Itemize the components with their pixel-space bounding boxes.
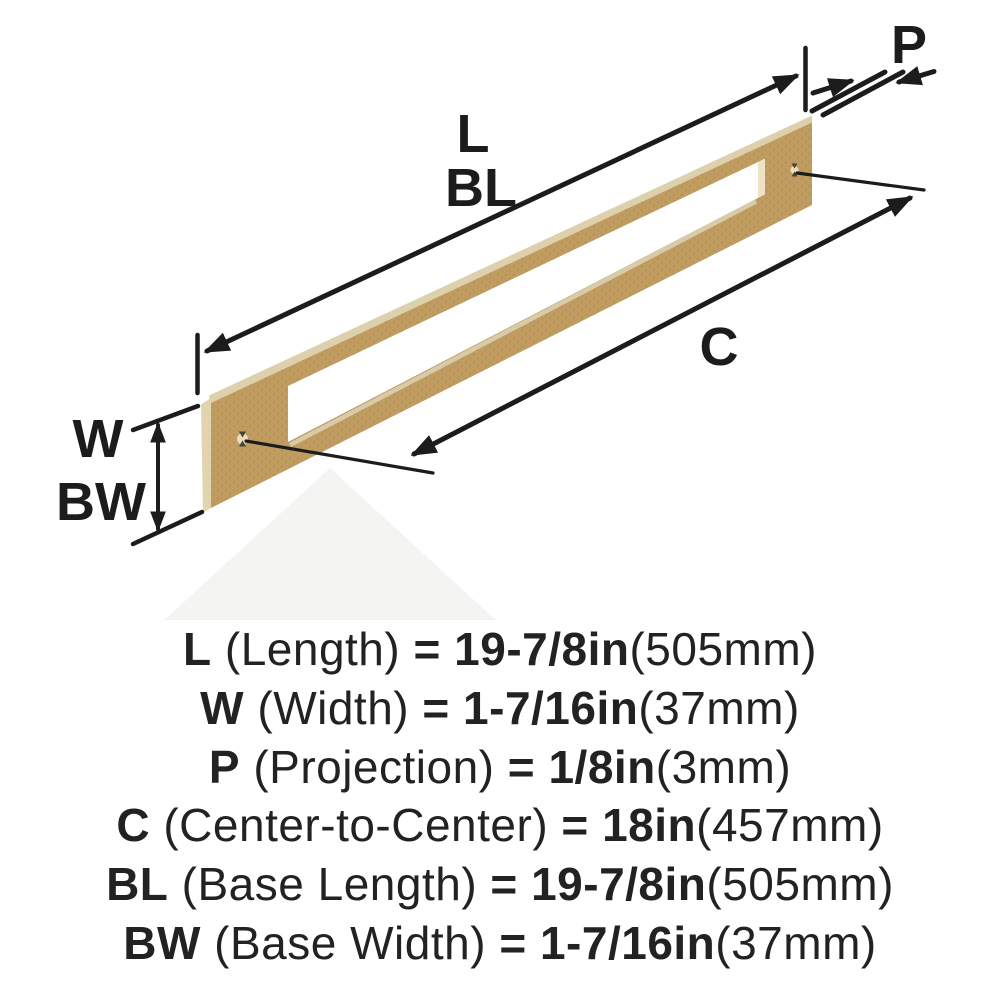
spec-equals: = — [561, 799, 589, 852]
callout-width: W — [73, 409, 124, 469]
spec-equals: = — [422, 681, 450, 734]
width-tick-bottom — [130, 509, 205, 547]
projection-arrow-right — [895, 66, 937, 86]
watermark-triangle — [164, 468, 496, 620]
handle-diagram: L BL P C W BW — [56, 15, 937, 620]
spec-row-center-to-center: C (Center-to-Center) = 18in(457mm) — [0, 796, 1000, 855]
spec-code: C — [116, 799, 151, 852]
spec-row-base-length: BL (Base Length) = 19-7/8in(505mm) — [0, 855, 1000, 914]
spec-list: L (Length) = 19-7/8in(505mm) W (Width) =… — [0, 620, 1000, 973]
callout-length: L — [457, 104, 490, 164]
spec-row-base-width: BW (Base Width) = 1-7/16in(37mm) — [0, 914, 1000, 973]
spec-value: 18in — [602, 799, 697, 852]
spec-metric: (37mm) — [638, 681, 800, 734]
spec-desc: (Length) — [224, 623, 401, 675]
spec-code: P — [208, 740, 241, 793]
dimension-center-to-center — [244, 171, 926, 475]
spec-desc: (Width) — [257, 681, 410, 734]
spec-row-projection: P (Projection) = 1/8in(3mm) — [0, 738, 1000, 797]
spec-value: 19-7/8in — [454, 623, 630, 675]
spec-metric: (505mm) — [629, 623, 817, 675]
callout-projection: P — [891, 15, 927, 75]
spec-metric: (457mm) — [696, 799, 884, 852]
slot-inner-edge — [758, 158, 765, 198]
spec-desc: (Center-to-Center) — [163, 799, 549, 852]
projection-edge-line-2 — [820, 69, 906, 118]
spec-row-length: L (Length) = 19-7/8in(505mm) — [0, 620, 1000, 679]
spec-metric: (505mm) — [706, 858, 894, 911]
callout-base-width: BW — [56, 472, 146, 532]
spec-equals: = — [507, 740, 536, 793]
dimension-annotations — [130, 45, 937, 547]
spec-metric: (37mm) — [715, 916, 877, 969]
spec-equals: = — [413, 623, 441, 675]
spec-desc: (Base Width) — [214, 916, 487, 969]
spec-value: 1-7/16in — [463, 681, 639, 734]
spec-equals: = — [490, 858, 518, 911]
callout-labels: L BL P C W BW — [56, 15, 927, 532]
dimension-projection — [809, 66, 937, 118]
center-leader-left — [244, 439, 435, 475]
spec-code: BL — [106, 858, 169, 911]
spec-value: 1/8in — [548, 740, 656, 793]
spec-equals: = — [499, 916, 527, 969]
width-tick-top — [130, 403, 201, 433]
spec-code: BW — [123, 916, 201, 969]
projection-arrow-left — [810, 78, 855, 98]
spec-metric: (3mm) — [655, 740, 792, 793]
left-end-edge — [201, 398, 211, 513]
center-dimension-line — [410, 195, 914, 457]
spec-value: 19-7/8in — [531, 858, 707, 911]
dimension-width — [130, 403, 205, 547]
callout-center-to-center: C — [700, 317, 739, 377]
spec-desc: (Base Length) — [181, 858, 478, 911]
spec-code: L — [182, 623, 212, 675]
spec-code: W — [200, 681, 245, 734]
spec-desc: (Projection) — [253, 740, 495, 793]
base-strip-highlight — [288, 199, 758, 447]
callout-base-length: BL — [445, 158, 517, 218]
center-leader-right — [795, 171, 926, 192]
spec-row-width: W (Width) = 1-7/16in(37mm) — [0, 679, 1000, 738]
spec-value: 1-7/16in — [539, 916, 716, 969]
